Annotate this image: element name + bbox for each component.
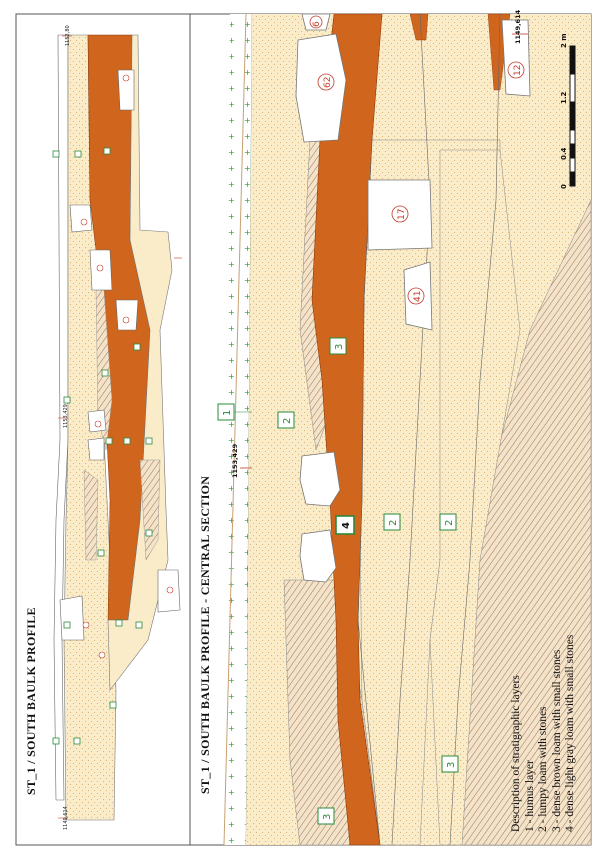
stone-label-6: 6 bbox=[312, 21, 322, 27]
stone-left-6 bbox=[59, 595, 85, 641]
stone-left-3 bbox=[115, 299, 139, 331]
elevation-central-1: 1153,429 bbox=[231, 443, 239, 478]
hatched-lens-left-3 bbox=[83, 469, 99, 561]
layer-marker-3: 3 bbox=[322, 814, 333, 820]
stone-label-41: 41 bbox=[413, 291, 423, 302]
scale-label-04: 0.4 bbox=[560, 147, 568, 160]
stone-id-left bbox=[166, 586, 174, 594]
stone-label-62: 62 bbox=[323, 77, 333, 88]
legend-heading: Description of stratigraphic layers bbox=[510, 675, 522, 832]
loam-overlay-2 bbox=[429, 149, 521, 846]
title-overall-profile: ST_1 / SOUTH BAULK PROFILE bbox=[24, 607, 38, 795]
stone-left-1 bbox=[69, 204, 93, 233]
elevation-left-top: 1152,80 bbox=[65, 25, 71, 46]
legend-item-4: 4 - dense light gray loam with small sto… bbox=[564, 634, 576, 832]
surface-line bbox=[223, 13, 247, 846]
layer-marker-2: 2 bbox=[444, 520, 455, 526]
stone-id-left bbox=[82, 621, 90, 629]
central-section: 6 62 17 41 12 1 2 3 3 3 4 2 2 bbox=[217, 9, 592, 846]
stone-12 bbox=[501, 19, 531, 97]
scale-label-12: 1.2 bbox=[560, 91, 568, 104]
stone-label-12: 12 bbox=[513, 65, 523, 76]
stone-id-left bbox=[80, 218, 88, 226]
hatched-lens-left-2 bbox=[139, 459, 161, 561]
legend-item-1: 1 - humus layer bbox=[523, 760, 536, 832]
humus-layer bbox=[224, 14, 252, 845]
title-central-section: ST_1 / SOUTH BAULK PROFILE - CENTRAL SEC… bbox=[198, 475, 212, 794]
scale-label-2m: 2 m bbox=[560, 33, 568, 48]
scale-label-0: 0 bbox=[560, 184, 568, 189]
stone-id-left bbox=[122, 74, 130, 82]
layer-marker-3: 3 bbox=[446, 762, 457, 768]
layer-marker-boxes bbox=[217, 337, 459, 825]
stone-label-17: 17 bbox=[397, 209, 407, 220]
elevation-left-bottom: 1149,614 bbox=[63, 806, 69, 830]
layer-marker-2: 2 bbox=[282, 418, 293, 424]
layer-markers-left bbox=[52, 147, 153, 745]
layer-marker-4: 4 bbox=[341, 522, 352, 529]
overall-profile: 1152,80 1153,429 1149,614 bbox=[52, 25, 182, 830]
legend-item-3: 3 - dense brown loam with small stones bbox=[550, 649, 563, 832]
stone-id-left bbox=[94, 420, 102, 428]
layer-marker-3: 3 bbox=[334, 344, 345, 350]
stone-cluster-1 bbox=[299, 451, 341, 507]
orange-thin-1 bbox=[409, 13, 429, 41]
legend: Description of stratigraphic layers 1 - … bbox=[510, 635, 578, 832]
layer-marker-2: 2 bbox=[388, 520, 399, 526]
stone-cluster-2 bbox=[299, 529, 337, 583]
stone-left-5 bbox=[87, 437, 105, 461]
legend-item-2: 2 - lumpy loam with stones bbox=[537, 706, 549, 832]
stone-id-left bbox=[98, 651, 106, 659]
elevation-central-2: 1149,614 bbox=[514, 9, 522, 44]
stone-left-8 bbox=[117, 69, 135, 111]
scale-bar bbox=[569, 45, 576, 187]
elevation-left-mid: 1153,429 bbox=[63, 404, 69, 428]
stone-id-left bbox=[122, 316, 130, 324]
stone-id-left bbox=[96, 264, 104, 272]
layer-marker-1: 1 bbox=[222, 410, 233, 416]
